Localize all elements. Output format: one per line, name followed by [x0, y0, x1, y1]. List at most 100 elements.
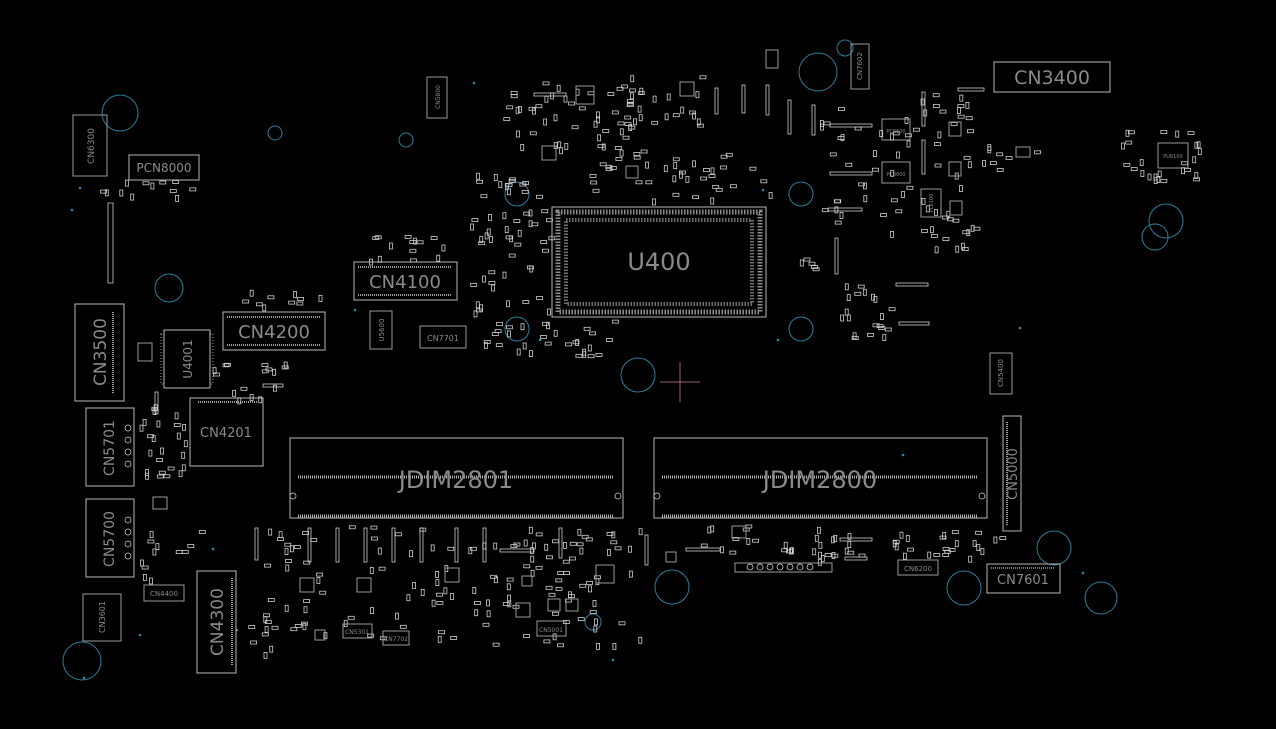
passive-component — [583, 326, 591, 331]
passive-component — [920, 98, 925, 106]
connector-cn3601[interactable]: CN3601 — [82, 593, 122, 642]
connector-cn5000[interactable]: CN5000 — [1002, 415, 1022, 532]
connector-cn6300[interactable]: CN6300 — [72, 114, 108, 177]
connector-cn3400[interactable]: CN3400 — [993, 61, 1111, 93]
passive-component — [1194, 172, 1199, 179]
passive-component — [1194, 141, 1199, 149]
dimm-slot-jdim2800[interactable]: JDIM2800 — [653, 437, 988, 519]
pl6100-label: PL6100 — [929, 194, 935, 213]
small-ic — [625, 165, 639, 179]
passive-component — [178, 470, 183, 478]
connector-cn6200[interactable]: CN6200 — [897, 559, 939, 576]
cpu-u400[interactable]: U400 — [551, 206, 767, 318]
resistor-array — [741, 84, 746, 114]
connector-cn4200[interactable]: CN4200 — [222, 311, 326, 351]
passive-component — [846, 314, 851, 322]
small-components — [100, 49, 1202, 659]
passive-component — [851, 336, 859, 340]
passive-component — [931, 233, 938, 238]
connector-cn7602[interactable]: CN7602 — [850, 43, 870, 90]
passive-component — [952, 218, 960, 223]
connector-cn7701[interactable]: CN7701 — [419, 325, 467, 349]
dimm-slot-jdim2801[interactable]: JDIM2801 — [289, 437, 624, 519]
passive-component — [520, 323, 525, 331]
passive-component — [528, 220, 533, 228]
passive-component — [876, 324, 884, 329]
cn5400-label: CN5400 — [997, 359, 1005, 387]
passive-component — [626, 99, 634, 103]
passive-component — [976, 544, 981, 551]
connector-pcn8000[interactable]: PCN8000 — [128, 154, 200, 181]
u5600-label: U5600 — [378, 319, 386, 342]
passive-component — [569, 541, 577, 546]
passive-component — [965, 102, 970, 109]
passive-component — [1192, 156, 1197, 164]
passive-component — [250, 640, 258, 645]
passive-component — [1197, 147, 1202, 155]
passive-component — [370, 525, 378, 530]
passive-component — [504, 226, 509, 234]
chip-pu6100[interactable]: PU6100 — [1157, 142, 1189, 169]
connector-cn3500[interactable]: CN3500 — [74, 303, 125, 402]
inductor-pc8600-b[interactable]: PC8600 — [881, 161, 911, 184]
passive-component — [544, 95, 549, 103]
connector-cn4100[interactable]: CN4100 — [353, 261, 458, 301]
passive-component — [563, 542, 567, 549]
cn6300-label: CN6300 — [87, 128, 97, 164]
resistor-array — [921, 139, 926, 175]
passive-component — [150, 182, 155, 190]
passive-component — [284, 548, 289, 555]
passive-component — [481, 275, 486, 283]
passive-component — [486, 610, 491, 618]
connector-cn5400[interactable]: CN5400 — [989, 352, 1013, 395]
connector-cn5001[interactable]: CN5001 — [536, 620, 567, 637]
connector-cn7601[interactable]: CN7601 — [986, 563, 1061, 594]
passive-component — [817, 558, 822, 566]
small-ic — [314, 629, 326, 641]
passive-component — [369, 607, 374, 614]
passive-component — [576, 542, 584, 547]
passive-component — [845, 162, 853, 167]
passive-component — [506, 300, 510, 308]
passive-component — [905, 133, 912, 138]
passive-component — [746, 538, 751, 545]
connector-cn5701[interactable]: CN5701 — [85, 407, 135, 487]
passive-component — [506, 330, 511, 338]
passive-component — [730, 184, 737, 189]
chip-u4001[interactable]: U4001 — [160, 329, 214, 389]
passive-component — [575, 353, 583, 358]
passive-component — [710, 167, 715, 175]
connector-cn4400[interactable]: CN4400 — [143, 584, 185, 602]
passive-component — [955, 245, 960, 253]
passive-component — [957, 104, 965, 108]
resistor-array — [829, 123, 873, 128]
chip-u5600[interactable]: U5600 — [369, 310, 393, 350]
passive-component — [891, 198, 898, 203]
passive-component — [542, 321, 549, 326]
connector-cn5700[interactable]: CN5700 — [85, 498, 135, 578]
passive-component — [965, 116, 973, 121]
passive-component — [968, 555, 973, 563]
passive-component — [479, 304, 484, 312]
connector-cn4300[interactable]: CN4300 — [196, 570, 237, 674]
passive-component — [901, 191, 905, 198]
passive-component — [290, 627, 298, 632]
connector-cn5301[interactable]: CN5301 — [342, 623, 373, 639]
connector-cn5800[interactable]: CN5800 — [426, 76, 448, 119]
passive-component — [963, 155, 971, 160]
passive-component — [156, 474, 164, 479]
passive-component — [145, 469, 150, 476]
passive-component — [789, 547, 793, 555]
passive-component — [575, 339, 579, 347]
connector-cn7702[interactable]: CN7702 — [382, 630, 410, 646]
inductor-pl6100[interactable]: PL6100 — [920, 188, 942, 218]
u4001-label: U4001 — [181, 339, 195, 378]
passive-component — [980, 548, 985, 555]
passive-component — [297, 296, 305, 301]
cn5700-label: CN5700 — [102, 511, 118, 567]
small-ic — [521, 575, 533, 587]
connector-cn4201[interactable]: CN4201 — [189, 397, 264, 467]
passive-component — [535, 565, 543, 570]
passive-component — [831, 536, 835, 544]
